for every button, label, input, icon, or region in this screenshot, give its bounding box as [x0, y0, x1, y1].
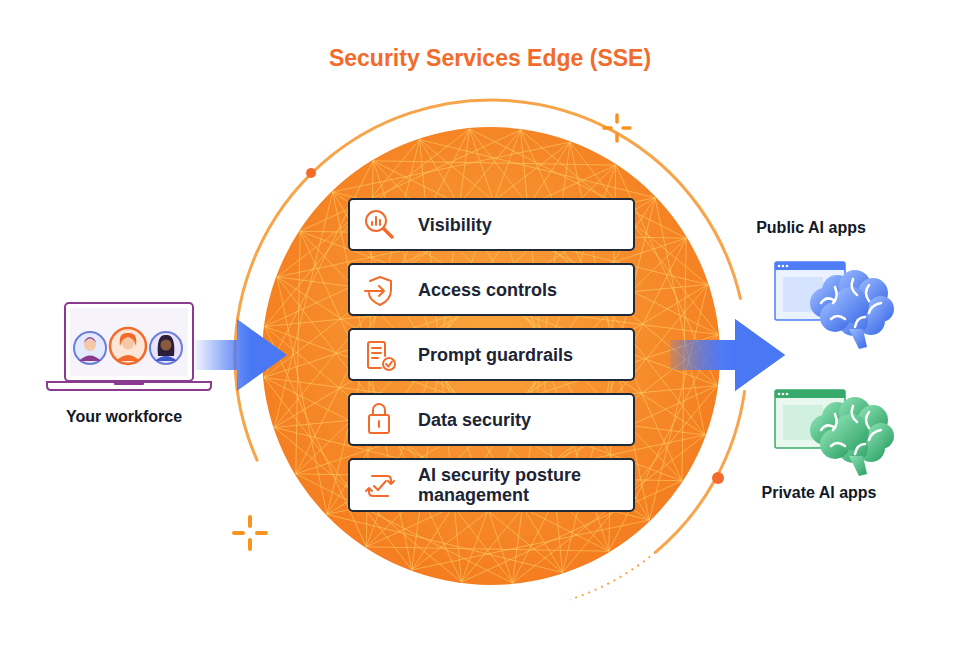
- ring-dot: [712, 472, 724, 484]
- node-label: Visibility: [418, 200, 623, 249]
- browser-bar: [775, 390, 845, 398]
- node-label: Prompt guardrails: [418, 330, 623, 379]
- sparkle-ray: [623, 126, 630, 130]
- browser-window: [775, 390, 845, 448]
- avatar-hair: [120, 333, 137, 346]
- browser-dot: [778, 265, 781, 268]
- sparkle: [234, 517, 266, 549]
- avatar-body: [79, 356, 101, 362]
- feature-box: AI security posture management: [348, 458, 635, 512]
- sparkle-ray: [615, 134, 619, 141]
- app-node: Public AI apps: [736, 215, 886, 350]
- ai-brain: [810, 270, 894, 349]
- sparkle-ray: [604, 126, 611, 130]
- diagram-heading: Security Services Edge (SSE): [220, 46, 760, 71]
- browser-dot: [778, 393, 781, 396]
- sparkle-ray: [248, 540, 252, 549]
- avatar-badge: [74, 332, 106, 364]
- ring-dot: [306, 168, 316, 178]
- feature-box: Access controls: [348, 263, 635, 316]
- avatar-hair: [84, 337, 96, 343]
- avatar-head: [122, 337, 135, 350]
- feature-box: Data security: [348, 393, 635, 446]
- sparkle-ray: [234, 531, 243, 535]
- ai-brain: [810, 397, 894, 476]
- browser-panel: [783, 405, 823, 440]
- sparkle-ray: [615, 115, 619, 122]
- mesh-line: [412, 520, 649, 570]
- laptop-screen: [65, 303, 193, 381]
- mesh-line: [300, 231, 717, 385]
- service-circle-fill: [262, 127, 720, 585]
- mesh-line: [562, 198, 655, 573]
- avatar-hair: [158, 335, 175, 356]
- feature-box: Visibility: [348, 198, 635, 251]
- laptop-base: [47, 382, 211, 390]
- app-node: Your workforce: [34, 295, 214, 430]
- avatar-body: [116, 355, 140, 361]
- avatar-badge: [110, 328, 146, 364]
- circle-shape: [220, 40, 760, 600]
- mesh-pattern: [264, 129, 718, 583]
- mesh-line: [333, 142, 570, 192]
- sparkle-ray: [257, 531, 266, 535]
- browser-panel: [783, 277, 823, 312]
- browser-window: [775, 262, 845, 320]
- avatar-head: [161, 340, 172, 351]
- mesh-line: [277, 277, 327, 514]
- laptop-display: [70, 308, 188, 376]
- browser-dot: [786, 265, 789, 268]
- mesh-line: [327, 285, 708, 515]
- node-label: Data security: [418, 395, 623, 444]
- avatar-badge: [150, 332, 182, 364]
- feature-box: Prompt guardrails: [348, 328, 635, 381]
- node-label: Private AI apps: [744, 484, 894, 502]
- mesh-line: [655, 198, 705, 435]
- node-label: Access controls: [418, 265, 623, 314]
- sparkle-ray: [248, 517, 252, 526]
- service-circle: Security Services Edge (SSE) VisibilityAc…: [220, 40, 760, 600]
- sparkle: [604, 115, 630, 141]
- browser-dot: [782, 393, 785, 396]
- laptop-notch: [114, 382, 144, 385]
- avatar-head: [84, 339, 96, 351]
- browser-dot: [786, 393, 789, 396]
- avatar-body: [155, 356, 177, 361]
- node-label: AI security posture management: [418, 460, 623, 510]
- browser-dot: [782, 265, 785, 268]
- app-node: Private AI apps: [744, 380, 894, 510]
- mesh-line: [412, 198, 655, 570]
- mesh-line: [327, 435, 705, 514]
- node-label: Public AI apps: [736, 219, 886, 237]
- node-label: Your workforce: [34, 408, 214, 426]
- browser-bar: [775, 262, 845, 270]
